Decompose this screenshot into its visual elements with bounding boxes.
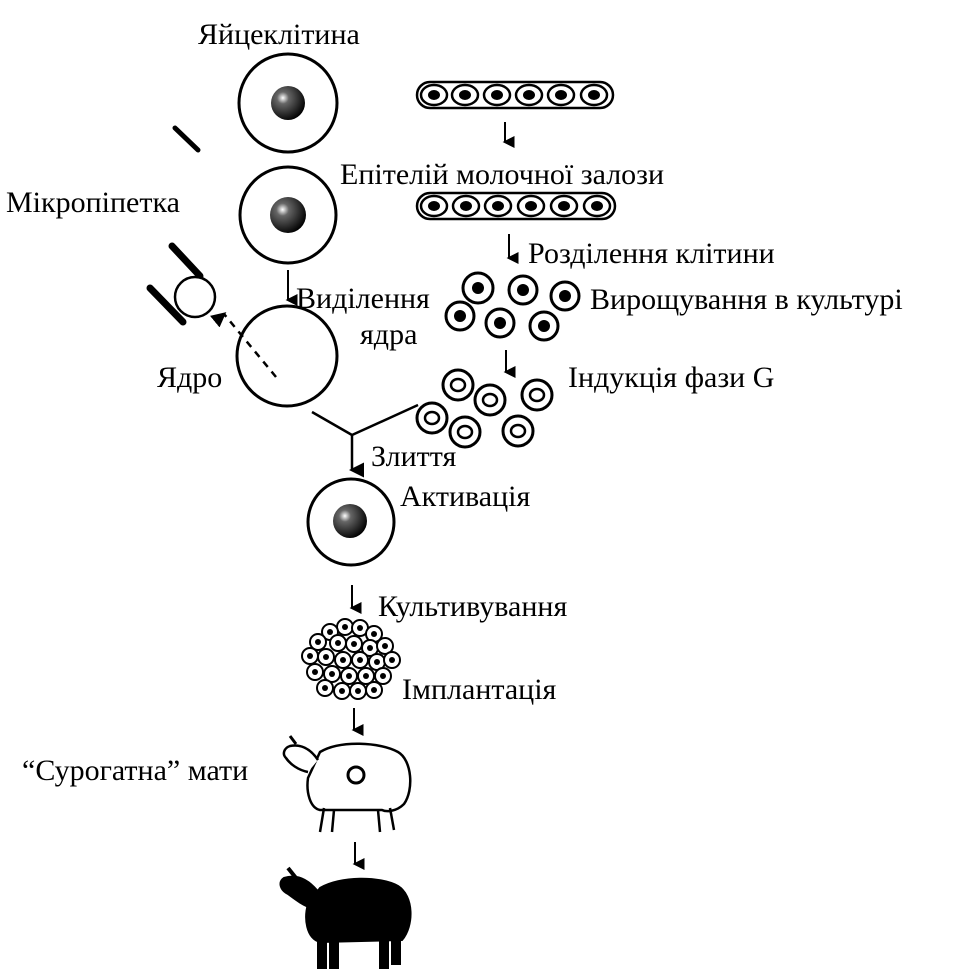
epithelium-row-second xyxy=(417,193,615,219)
label-egg-cell: Яйцеклітина xyxy=(198,18,360,52)
fusion-connector xyxy=(312,405,418,435)
enucleated-egg xyxy=(237,306,337,406)
label-cell-separation: Розділення клітини xyxy=(528,237,775,271)
embryo-cluster xyxy=(302,619,400,699)
micropipette-tip-top xyxy=(175,128,198,150)
egg-cell-second xyxy=(240,167,336,263)
label-implantation: Імплантація xyxy=(402,673,556,707)
sheep-white-icon xyxy=(284,736,410,832)
label-surrogate-mother: “Сурогатна” мати xyxy=(22,754,248,788)
culture-cells xyxy=(446,273,579,340)
label-culture-growth: Вирощування в культурі xyxy=(590,283,903,317)
sheep-black-icon xyxy=(281,868,411,968)
label-nucleus: Ядро xyxy=(157,361,222,395)
label-micropipette: Мікропіпетка xyxy=(6,186,180,220)
label-g-phase-induction: Індукція фази G xyxy=(568,361,774,395)
label-nucleus-extraction-1: Виділення xyxy=(296,282,430,316)
micropipette-icon xyxy=(150,246,215,322)
label-mammary-epithelium: Епітелій молочної залози xyxy=(340,158,664,192)
label-fusion: Злиття xyxy=(371,440,456,474)
egg-cell-top xyxy=(239,54,337,152)
epithelium-row-top xyxy=(417,82,613,108)
activated-egg xyxy=(308,479,394,565)
label-nucleus-extraction-2: ядра xyxy=(360,318,417,352)
label-cultivation: Культивування xyxy=(378,590,567,624)
label-activation: Активація xyxy=(400,480,530,514)
g-phase-cells xyxy=(417,370,552,447)
